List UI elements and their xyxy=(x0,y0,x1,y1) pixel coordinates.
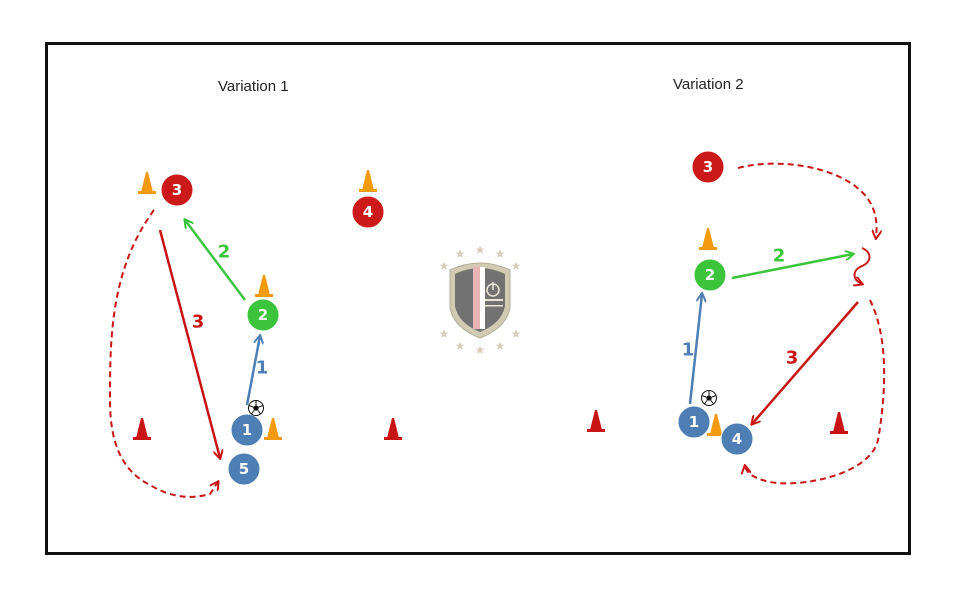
player-green-2[interactable]: 2 xyxy=(246,298,280,332)
sequence-label-1: 1 xyxy=(682,340,695,361)
pass-arrow-2 xyxy=(185,220,246,301)
pass-arrow-1 xyxy=(688,294,702,405)
variation-1-title: Variation 1 xyxy=(218,78,289,95)
sequence-label-3: 3 xyxy=(192,312,205,333)
sequence-label-3: 3 xyxy=(786,348,799,369)
soccer-ball-icon[interactable] xyxy=(701,390,717,406)
sequence-label-2: 2 xyxy=(773,246,786,267)
player-red-4[interactable]: 4 xyxy=(351,195,385,229)
club-crest-logo xyxy=(439,245,521,355)
svg-text:1: 1 xyxy=(242,421,252,439)
svg-text:3: 3 xyxy=(172,181,182,199)
training-cone-icon xyxy=(255,275,273,297)
run-path-dashed xyxy=(737,162,877,238)
player-blue-1[interactable]: 1 xyxy=(677,405,711,439)
player-green-2[interactable]: 2 xyxy=(693,258,727,292)
variation-2-title: Variation 2 xyxy=(673,76,744,93)
training-cone-icon xyxy=(133,418,151,440)
player-blue-5[interactable]: 5 xyxy=(227,452,261,486)
run-arrow-3 xyxy=(752,301,859,424)
training-cone-icon xyxy=(707,414,725,436)
training-cone-icon xyxy=(384,418,402,440)
player-red-3[interactable]: 3 xyxy=(160,173,194,207)
pass-arrow-1 xyxy=(245,336,260,406)
player-blue-4[interactable]: 4 xyxy=(720,422,754,456)
run-path-dashed xyxy=(745,299,886,485)
run-path-dashed xyxy=(108,209,218,498)
run-arrow-3 xyxy=(158,229,220,458)
svg-text:3: 3 xyxy=(703,158,713,176)
variation-2-group: 2 3 1 3 2 1 4 xyxy=(587,150,886,485)
svg-text:1: 1 xyxy=(689,413,699,431)
soccer-ball-icon[interactable] xyxy=(248,400,264,416)
svg-text:2: 2 xyxy=(258,306,268,324)
dribble-squiggle xyxy=(855,247,871,284)
svg-text:4: 4 xyxy=(363,203,373,221)
sequence-label-1: 1 xyxy=(256,358,269,379)
svg-text:5: 5 xyxy=(239,460,249,478)
variation-1-group: 2 3 1 3 4 2 1 5 xyxy=(108,170,402,498)
player-blue-1[interactable]: 1 xyxy=(230,413,264,447)
svg-text:2: 2 xyxy=(705,266,715,284)
pass-arrow-2 xyxy=(731,254,853,280)
training-cone-icon xyxy=(359,170,377,192)
svg-text:4: 4 xyxy=(732,430,742,448)
player-red-3[interactable]: 3 xyxy=(691,150,725,184)
training-cone-icon xyxy=(138,172,156,194)
training-cone-icon xyxy=(587,410,605,432)
training-cone-icon xyxy=(830,412,848,434)
training-cone-icon xyxy=(699,228,717,250)
training-cone-icon xyxy=(264,418,282,440)
sequence-label-2: 2 xyxy=(218,242,231,263)
